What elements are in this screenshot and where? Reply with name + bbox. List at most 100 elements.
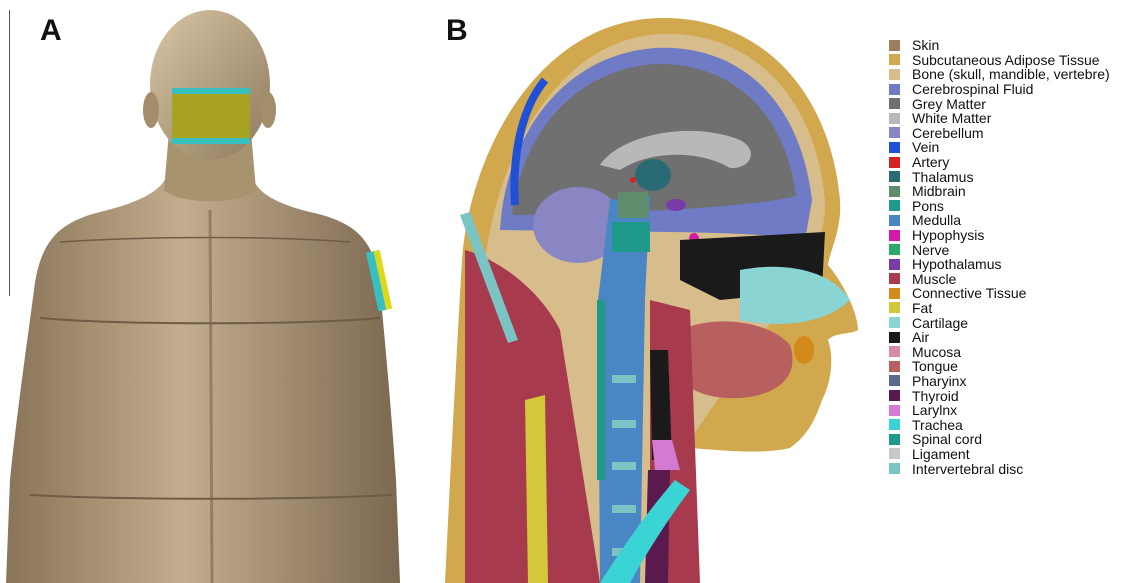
legend-label: Pharyinx [912, 374, 966, 388]
legend-label: Medulla [912, 213, 961, 227]
panel-b-label: B [446, 14, 468, 48]
legend-label: Ligament [912, 447, 970, 461]
right-ear [260, 92, 276, 128]
legend-item: Midbrain [889, 184, 1110, 199]
legend-swatch [889, 332, 900, 343]
legend-swatch [889, 244, 900, 255]
legend-swatch [889, 317, 900, 328]
legend-swatch [889, 84, 900, 95]
midbrain [618, 192, 648, 218]
legend-swatch [889, 54, 900, 65]
legend-item: White Matter [889, 111, 1110, 126]
neck-fat [525, 395, 548, 583]
head-antenna-patch [172, 92, 250, 140]
legend-label: Thalamus [912, 170, 973, 184]
legend-label: Cartilage [912, 316, 968, 330]
legend-item: Subcutaneous Adipose Tissue [889, 53, 1110, 68]
panel-a-body-model [6, 10, 400, 583]
legend-item: Thyroid [889, 388, 1110, 403]
legend-swatch [889, 448, 900, 459]
legend-label: Artery [912, 155, 949, 169]
legend-swatch [889, 273, 900, 284]
legend-item: Intervertebral disc [889, 461, 1110, 476]
legend-label: Cerebellum [912, 126, 984, 140]
legend-item: Connective Tissue [889, 286, 1110, 301]
legend-label: Skin [912, 38, 939, 52]
legend-item: Mucosa [889, 344, 1110, 359]
legend-item: Skin [889, 38, 1110, 53]
legend-label: Mucosa [912, 345, 961, 359]
torso-silhouette [6, 165, 400, 583]
legend-item: Artery [889, 155, 1110, 170]
hypothalamus [666, 199, 686, 211]
legend-swatch [889, 127, 900, 138]
thalamus [635, 159, 671, 191]
legend-item: Hypothalamus [889, 257, 1110, 272]
legend-item: Spinal cord [889, 432, 1110, 447]
legend-swatch [889, 98, 900, 109]
legend-item: Cartilage [889, 315, 1110, 330]
legend-swatch [889, 215, 900, 226]
legend-label: Vein [912, 140, 939, 154]
legend-item: Muscle [889, 272, 1110, 287]
legend-item: Cerebrospinal Fluid [889, 82, 1110, 97]
legend-swatch [889, 288, 900, 299]
legend-label: Muscle [912, 272, 956, 286]
legend-item: Tongue [889, 359, 1110, 374]
panel-b-head-section [445, 18, 858, 583]
legend-swatch [889, 346, 900, 357]
legend-item: Fat [889, 301, 1110, 316]
legend-item: Larylnx [889, 403, 1110, 418]
legend-label: Nerve [912, 243, 949, 257]
legend-label: Thyroid [912, 389, 959, 403]
legend-swatch [889, 113, 900, 124]
panel-a-label: A [40, 14, 62, 48]
legend-item: Medulla [889, 213, 1110, 228]
legend-item: Ligament [889, 447, 1110, 462]
legend-swatch [889, 69, 900, 80]
legend-swatch [889, 302, 900, 313]
legend-label: Spinal cord [912, 432, 982, 446]
legend-item: Air [889, 330, 1110, 345]
legend-label: Pons [912, 199, 944, 213]
legend-swatch [889, 390, 900, 401]
connective-tissue [794, 336, 814, 364]
legend-swatch [889, 142, 900, 153]
legend-swatch [889, 230, 900, 241]
legend-item: Trachea [889, 417, 1110, 432]
legend-swatch [889, 40, 900, 51]
legend-swatch [889, 171, 900, 182]
legend-label: Cerebrospinal Fluid [912, 82, 1033, 96]
legend-swatch [889, 157, 900, 168]
legend-label: Hypophysis [912, 228, 984, 242]
tissue-legend: SkinSubcutaneous Adipose TissueBone (sku… [889, 38, 1110, 476]
legend-swatch [889, 361, 900, 372]
pons [612, 222, 650, 252]
spinal-cord [597, 300, 605, 480]
legend-item: Nerve [889, 242, 1110, 257]
legend-label: Intervertebral disc [912, 462, 1023, 476]
legend-label: Grey Matter [912, 97, 986, 111]
legend-item: Grey Matter [889, 96, 1110, 111]
legend-label: Subcutaneous Adipose Tissue [912, 53, 1100, 67]
legend-item: Cerebellum [889, 126, 1110, 141]
legend-label: White Matter [912, 111, 991, 125]
legend-swatch [889, 375, 900, 386]
legend-label: Bone (skull, mandible, vertebre) [912, 67, 1110, 81]
legend-item: Pharyinx [889, 374, 1110, 389]
legend-item: Vein [889, 140, 1110, 155]
legend-label: Hypothalamus [912, 257, 1002, 271]
legend-swatch [889, 200, 900, 211]
legend-item: Thalamus [889, 169, 1110, 184]
legend-item: Bone (skull, mandible, vertebre) [889, 67, 1110, 82]
legend-label: Fat [912, 301, 932, 315]
legend-swatch [889, 419, 900, 430]
legend-swatch [889, 434, 900, 445]
left-ear [143, 92, 159, 128]
legend-swatch [889, 186, 900, 197]
legend-swatch [889, 463, 900, 474]
legend-label: Tongue [912, 359, 958, 373]
legend-label: Connective Tissue [912, 286, 1026, 300]
legend-label: Larylnx [912, 403, 957, 417]
legend-item: Pons [889, 199, 1110, 214]
